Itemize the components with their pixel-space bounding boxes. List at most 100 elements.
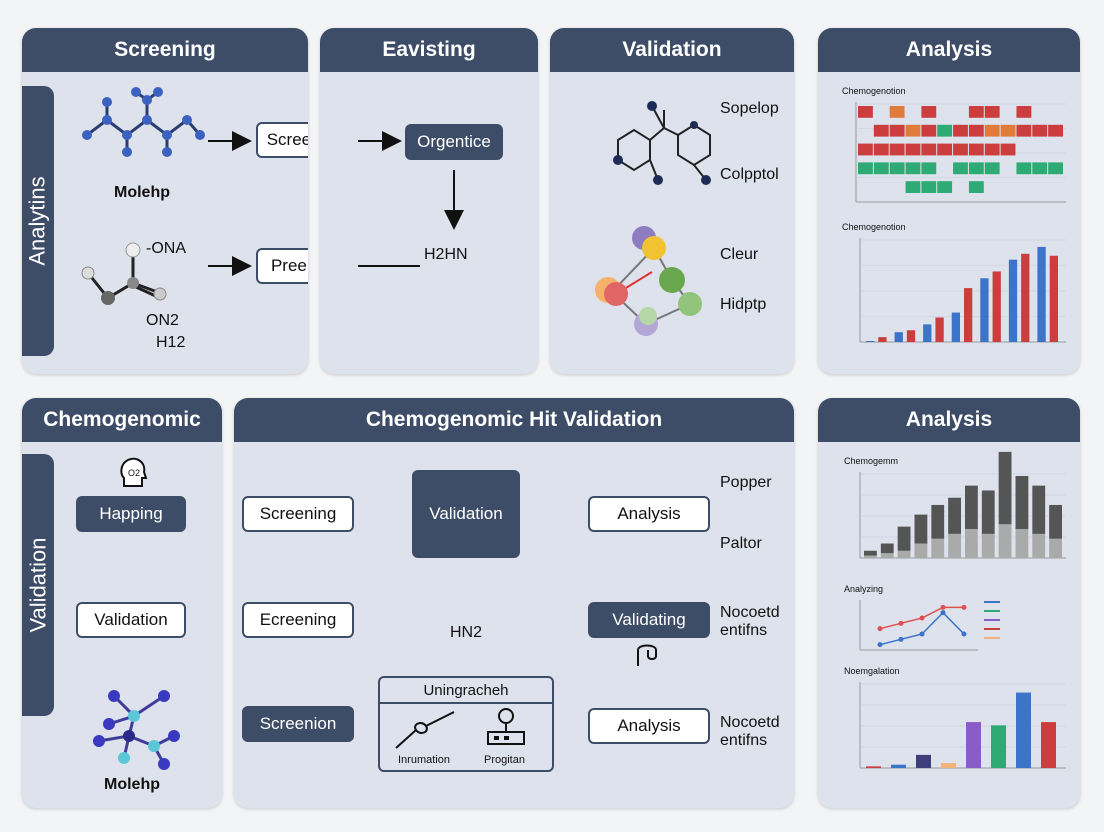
happing-box[interactable]: Happing <box>76 496 186 532</box>
bar <box>894 332 903 342</box>
legend-box: Uningracheh Inrumation Progitan <box>378 676 554 772</box>
label-colpptol: Colpptol <box>720 166 779 183</box>
heatmap-cell <box>1000 143 1016 156</box>
stacked-bar <box>981 490 995 534</box>
chart5-title: Noemgalation <box>844 666 900 676</box>
heatmap-cell <box>984 162 1000 175</box>
hit-validation-panel: Chemogenomic Hit Validation Screening Va… <box>234 398 794 808</box>
formula-hn2: HN2 <box>450 624 483 641</box>
stacked-bar <box>1032 485 1046 534</box>
validating-box[interactable]: Validating <box>588 602 710 638</box>
line-chart <box>859 600 1000 651</box>
heatmap-cell <box>953 143 968 156</box>
label-cleur: Cleur <box>720 246 759 263</box>
analysis-title-bottom: Analysis <box>818 398 1080 442</box>
validation-box-left[interactable]: Validation <box>76 602 186 638</box>
chemogenomic-title: Chemogenomic <box>22 398 222 442</box>
legend-label-information: Inrumation <box>398 754 450 766</box>
heatmap-cell <box>873 143 889 156</box>
stacked-bar <box>931 538 945 558</box>
heatmap-cell <box>873 162 889 175</box>
screenion-box[interactable]: Screenion <box>242 706 354 742</box>
line-point <box>898 636 904 642</box>
heatmap-cell <box>905 143 921 156</box>
heatmap-cell <box>1032 124 1048 137</box>
ring-molecule-icon <box>613 101 711 185</box>
label-nocoetd-1: Nocoetd entifns <box>720 604 780 639</box>
hook-arrow-icon <box>637 644 657 666</box>
molecule-2-label-on2: ON2 <box>146 312 179 329</box>
bar <box>991 725 1006 768</box>
heatmap-cell <box>937 124 953 137</box>
heatmap-cell <box>858 162 873 175</box>
stacked-bar <box>864 550 877 556</box>
bar <box>906 330 916 342</box>
stacked-bar <box>1015 476 1029 530</box>
eavisting-title: Eavisting <box>320 28 538 72</box>
formula-h2hn: H2HN <box>424 246 468 263</box>
ecreening-box[interactable]: Ecreening <box>242 602 354 638</box>
bar <box>951 312 960 342</box>
analysis-box[interactable]: Analysis <box>588 496 710 532</box>
heatmap-cell <box>984 106 1000 118</box>
stacked-bar <box>948 497 961 534</box>
heatmap-cell <box>953 162 968 175</box>
stacked-bar <box>965 529 978 558</box>
side-tab-analytins: Analytins <box>22 86 54 356</box>
heatmap-cell <box>1032 162 1048 175</box>
molecule-1-label: Molehp <box>114 184 170 201</box>
bar <box>1041 722 1056 768</box>
progress-icon <box>487 708 525 745</box>
line-point <box>940 604 946 610</box>
heatmap-cell <box>889 106 905 118</box>
stacked-bar <box>1049 504 1062 539</box>
line-point <box>877 642 883 648</box>
heatmap-cell <box>921 143 937 156</box>
information-icon <box>395 711 455 749</box>
bar <box>1016 692 1031 768</box>
preenion-box[interactable]: Preenion <box>256 248 308 284</box>
heatmap-cell <box>889 162 905 175</box>
stacked-bar <box>981 533 995 558</box>
hit-validation-title: Chemogenomic Hit Validation <box>234 398 794 442</box>
heatmap-cell <box>953 124 968 137</box>
heatmap-cell <box>984 143 1000 156</box>
heatmap-cell <box>889 124 905 137</box>
line-point <box>919 615 925 621</box>
chemogenomic-panel: Chemogenomic Validation O2 Happing Valid… <box>22 398 222 808</box>
validation-box-center[interactable]: Validation <box>412 470 520 558</box>
bar <box>964 288 973 342</box>
bar <box>1037 246 1046 342</box>
label-popper: Popper <box>720 474 772 491</box>
bar <box>923 324 932 342</box>
line-point <box>898 620 904 626</box>
head-icon <box>120 457 148 487</box>
heatmap-cell <box>1000 124 1016 137</box>
validation-title: Validation <box>550 28 794 72</box>
line-point <box>940 610 946 616</box>
screening-panel: Screening Analytins Molehp -ONA <box>22 28 308 374</box>
stacked-bar <box>914 543 928 558</box>
analysis-panel-bottom: Analysis Chemogemm Analyzing Noemgalatio… <box>818 398 1080 808</box>
stacked-bar <box>897 526 911 551</box>
bar <box>992 271 1001 342</box>
heatmap-cell <box>858 143 873 156</box>
screening-box[interactable]: Screening <box>256 122 308 158</box>
bar <box>1008 259 1018 342</box>
chart2-title: Chemogenotion <box>842 222 906 232</box>
screening-box-bottom[interactable]: Screening <box>242 496 354 532</box>
heatmap-cell <box>937 143 953 156</box>
orgentice-box[interactable]: Orgentice <box>405 124 503 160</box>
heatmap-chart <box>855 102 1066 203</box>
stacked-bar-chart <box>859 451 1066 559</box>
stacked-bar <box>1015 529 1029 558</box>
analysis-box-2[interactable]: Analysis <box>588 708 710 744</box>
legend-title: Uningracheh <box>380 678 552 704</box>
stacked-bar <box>931 504 945 539</box>
stacked-bar <box>948 533 961 558</box>
heatmap-cell <box>905 162 921 175</box>
heatmap-cell <box>921 162 937 175</box>
heatmap-cell <box>968 181 984 193</box>
legend-label-progitan: Progitan <box>484 754 525 766</box>
heatmap-cell <box>921 124 937 137</box>
